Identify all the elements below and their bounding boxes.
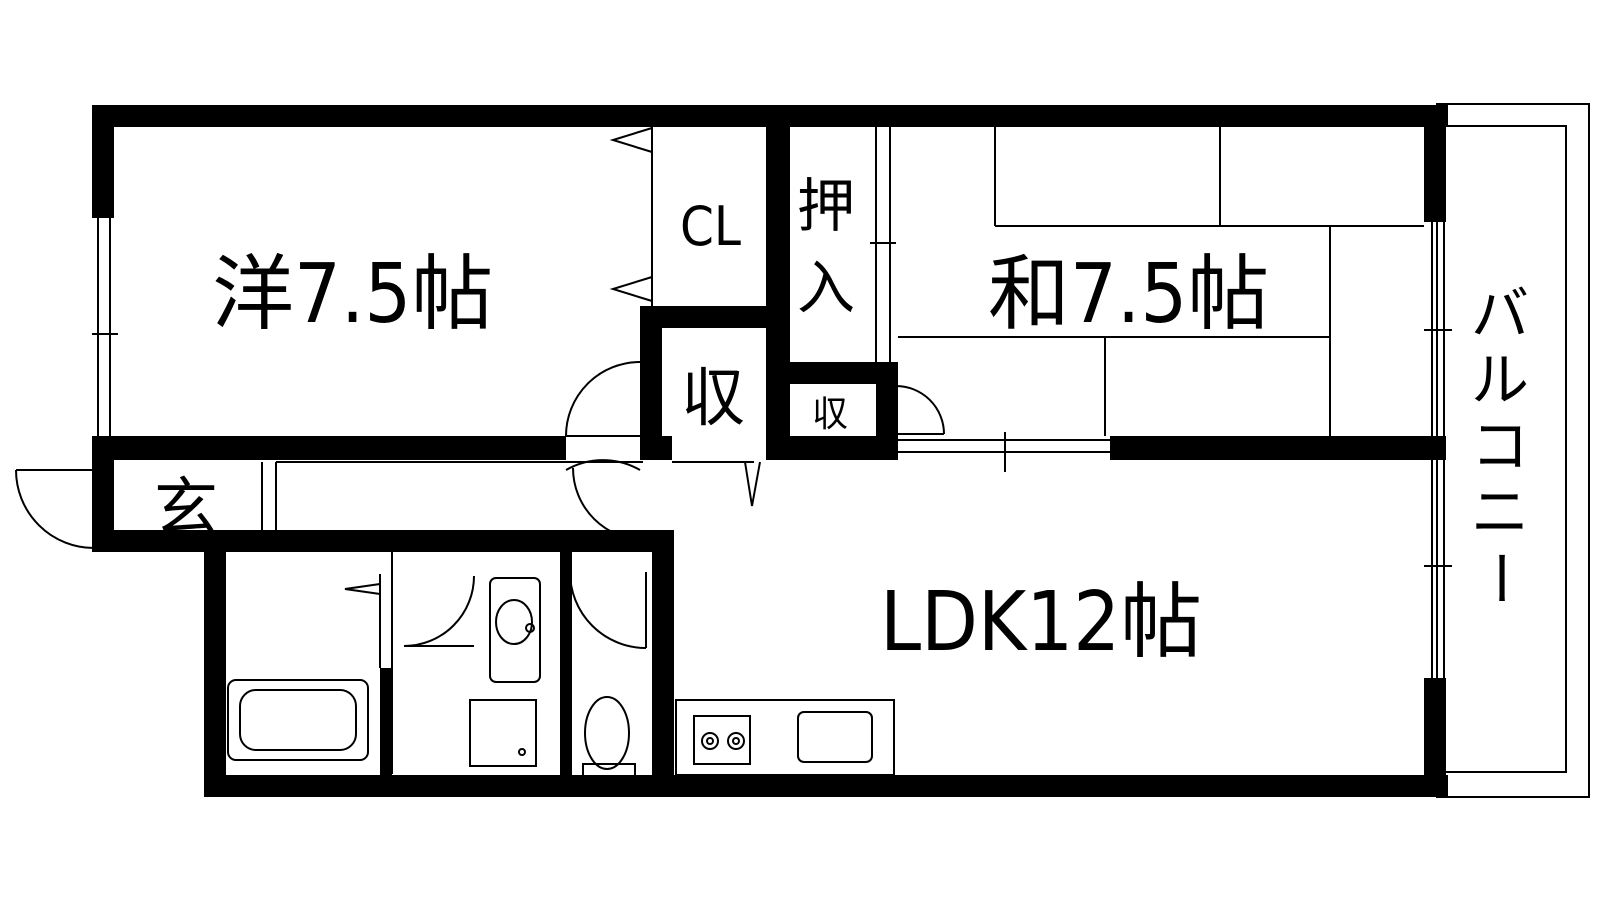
- sink-icon: [797, 711, 873, 763]
- balcony-label: バルコニ: [1471, 280, 1529, 546]
- western-room-label: 洋7.5帖: [212, 247, 493, 342]
- door-swings: [15, 361, 945, 649]
- washbasin-icon: [489, 577, 541, 683]
- tatami-lines: [898, 127, 1424, 436]
- room-labels: 洋7.5帖 和7.5帖 LDK12帖 CL 押 入 収 収 玄 バルコニ ー: [154, 172, 1534, 670]
- washing-machine-icon: [469, 699, 537, 767]
- closet-label: CL: [680, 195, 741, 258]
- stove-icon: [693, 715, 751, 765]
- storage-label-1: 収: [681, 362, 745, 436]
- balcony-label-char: ー: [1466, 549, 1534, 607]
- window-lines: [92, 127, 1452, 774]
- bathtub-icon: [227, 679, 369, 761]
- oshiire-label: 押 入: [797, 172, 872, 322]
- walls: [92, 105, 1448, 797]
- toilet-icon: [584, 696, 630, 770]
- storage-label-2: 収: [812, 394, 848, 435]
- entrance-label: 玄: [154, 472, 218, 546]
- japanese-room-label: 和7.5帖: [988, 247, 1269, 342]
- ldk-label: LDK12帖: [880, 575, 1202, 670]
